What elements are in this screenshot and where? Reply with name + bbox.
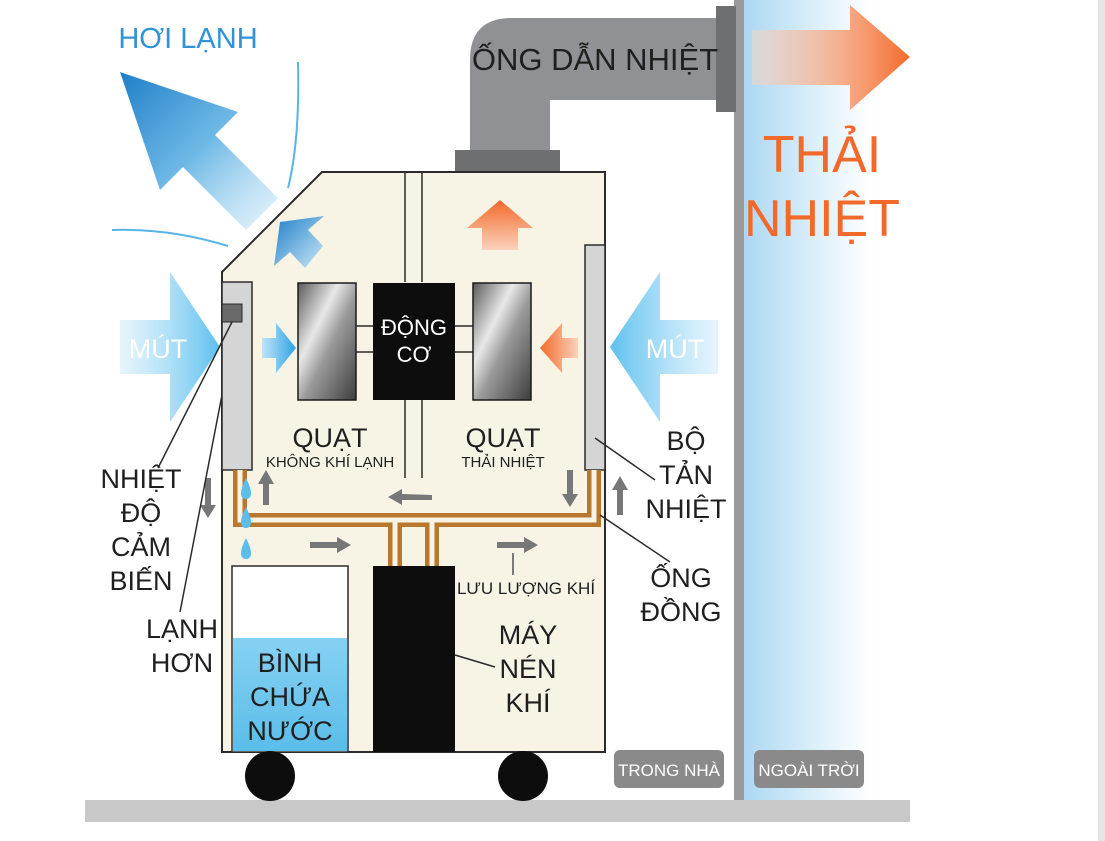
colder-leader: [179, 394, 223, 613]
heat-up-arrow: [467, 200, 533, 250]
airflow-label: LƯU LƯỢNG KHÍ: [457, 579, 595, 598]
swoosh-line: [111, 228, 229, 247]
flow-arrow: [612, 476, 628, 515]
outdoor-badge: [754, 750, 864, 788]
intake-arrow-right: [610, 272, 718, 422]
intake-arrow-left: [120, 272, 220, 422]
water-drop: [241, 507, 251, 528]
flow-arrow: [562, 470, 578, 507]
motor-label-2: CƠ: [397, 342, 432, 367]
compressor: [373, 566, 455, 752]
heatsink-label-2: TẢN: [659, 458, 713, 490]
outdoor-zone: [740, 0, 870, 800]
indoor-badge: [614, 750, 724, 788]
heat-fan-label: QUẠT: [465, 423, 540, 453]
intake-label-left: MÚT: [129, 333, 187, 364]
indoor-label: TRONG NHÀ: [618, 761, 721, 780]
sensor-label-1: NHIỆT: [101, 463, 182, 494]
water-level: [233, 638, 347, 751]
intake-label-right: MÚT: [646, 333, 704, 364]
cold-air-label: HƠI LẠNH: [118, 23, 257, 55]
compressor-label-3: KHÍ: [505, 688, 551, 718]
heat-fan-sublabel: THẢI NHIỆT: [461, 454, 544, 471]
motor-label-1: ĐỘNG: [381, 315, 447, 340]
heat-flow-arrow: [540, 323, 578, 373]
flow-arrow: [200, 478, 216, 518]
heatsink-label-1: BỘ: [666, 425, 705, 456]
outdoor-label: NGOÀI TRỜI: [758, 761, 859, 780]
heatsink-label-3: NHIỆT: [646, 493, 727, 524]
water-drop: [241, 478, 251, 499]
motor: [373, 283, 455, 400]
swoosh-line: [287, 61, 300, 189]
compressor-leader: [454, 654, 496, 668]
cold-air-fan: [297, 282, 357, 401]
wheel: [245, 751, 295, 801]
heat-exhaust-label-1: THẢI: [763, 125, 881, 184]
heat-exhaust-label-2: NHIỆT: [744, 190, 900, 248]
water-tank-label-1: BÌNH: [258, 648, 323, 678]
wheel: [498, 751, 548, 801]
wall: [734, 0, 744, 800]
heatsink-panel: [584, 244, 606, 471]
cold-air-arrow: [120, 72, 278, 230]
heat-exhaust-arrow: [752, 5, 910, 110]
heatsink-leader: [594, 437, 656, 481]
compressor-label-2: NÉN: [499, 654, 556, 684]
water-drop: [241, 538, 251, 559]
cold-fan-label: QUẠT: [292, 423, 367, 453]
water-tank-label-3: NƯỚC: [247, 715, 332, 746]
flow-arrow: [310, 537, 351, 553]
sensor-label-3: CẢM: [111, 530, 171, 562]
heat-duct-label: ỐNG DẪN NHIỆT: [472, 41, 718, 77]
flow-arrow: [258, 470, 274, 505]
colder-label-1: LẠNH: [146, 614, 218, 644]
cold-flow-arrow: [262, 323, 296, 373]
sensor-leader: [157, 321, 233, 469]
cold-outflow-arrow: [274, 216, 324, 268]
page-edge: [1098, 0, 1105, 841]
heat-duct: [455, 6, 736, 172]
flow-arrow: [497, 537, 538, 553]
cold-fan-sublabel: KHÔNG KHÍ LẠNH: [266, 454, 394, 471]
copper-pipe-inner: [237, 470, 597, 568]
flow-arrow: [388, 489, 432, 505]
copper-pipe-label-2: ĐỒNG: [641, 596, 722, 627]
copper-pipe-label-1: ỐNG: [650, 561, 712, 593]
sensor-label-4: BIẾN: [109, 565, 172, 596]
colder-label-2: HƠN: [151, 648, 213, 678]
copper-pipe-leader: [599, 514, 671, 563]
temperature-sensor: [221, 303, 243, 323]
heat-exhaust-fan: [472, 282, 532, 401]
compressor-label-1: MÁY: [499, 620, 558, 650]
flow-arrows: [200, 470, 628, 553]
floor: [85, 800, 910, 822]
water-tank-label-2: CHỨA: [250, 681, 330, 712]
sensor-label-2: ĐỘ: [121, 497, 162, 528]
